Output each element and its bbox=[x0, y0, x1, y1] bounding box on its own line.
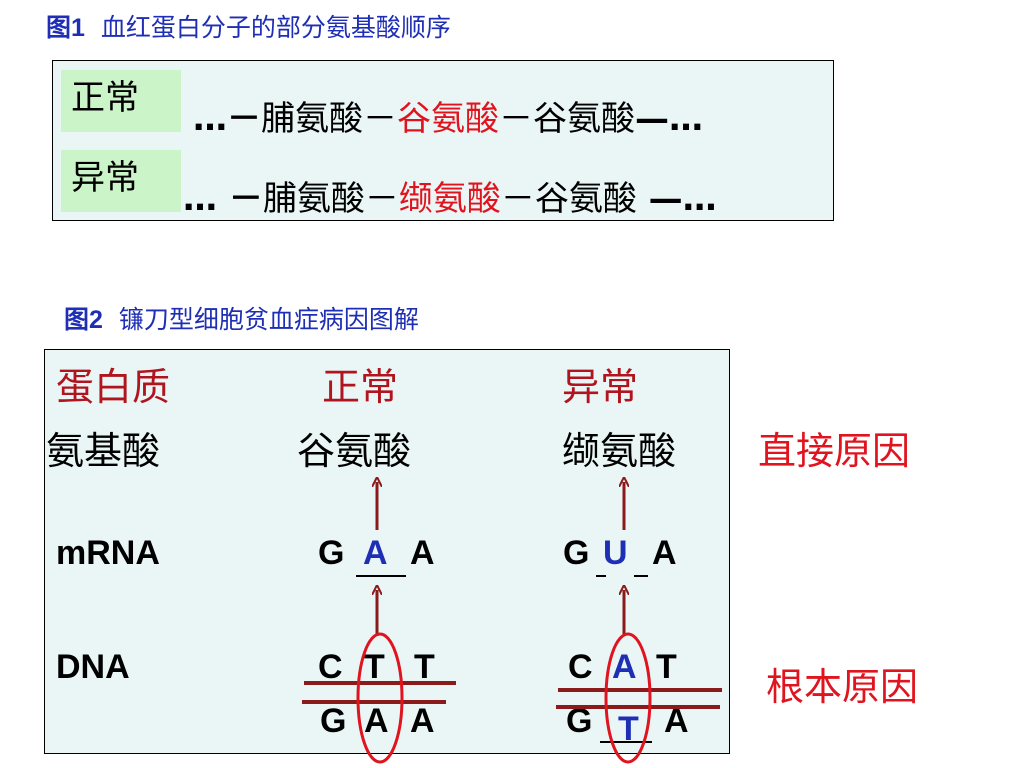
header-protein: 蛋白质 bbox=[56, 365, 171, 409]
mutation-ellipse-normal bbox=[356, 632, 404, 764]
mutation-ellipse-abnormal bbox=[604, 632, 652, 764]
dna-abnormal-bottom-base-2: T bbox=[618, 710, 639, 748]
dna-normal-bottom-base-2: A bbox=[364, 702, 389, 740]
sickle-cell-diagram-panel bbox=[44, 349, 730, 754]
dna-normal-bottom-base-3: A bbox=[410, 702, 435, 740]
root-cause-label: 根本原因 bbox=[766, 665, 919, 709]
dna-abnormal-top-base-3: T bbox=[656, 648, 677, 686]
dna-normal-top-base-1: C bbox=[318, 648, 343, 686]
mrna-normal-base-1: G bbox=[318, 534, 345, 572]
glutamic-acid: 谷氨酸 bbox=[534, 179, 637, 219]
mrna-normal-base-3: A bbox=[410, 534, 435, 572]
figure2-title: 图2 镰刀型细胞贫血症病因图解 bbox=[64, 305, 419, 334]
abnormal-amino-acid: 缬氨酸 bbox=[562, 429, 677, 473]
amino-acid-sequence-panel: 正常 …－脯氨酸－谷氨酸－谷氨酸—… 异常 … －脯氨酸－缬氨酸－谷氨酸 —… bbox=[52, 60, 834, 221]
proline: 脯氨酸 bbox=[262, 179, 365, 219]
dna-label: DNA bbox=[56, 648, 130, 686]
dna-abnormal-top-base-1: C bbox=[568, 648, 593, 686]
mrna-abnormal-base-1: G bbox=[563, 534, 590, 572]
glutamic-acid-highlight: 谷氨酸 bbox=[397, 99, 499, 139]
proline: 脯氨酸 bbox=[261, 99, 363, 139]
valine-highlight: 缬氨酸 bbox=[398, 179, 501, 219]
mrna-label: mRNA bbox=[56, 534, 160, 572]
dna-normal-top-base-2: T bbox=[364, 648, 385, 686]
glutamic-acid: 谷氨酸 bbox=[533, 99, 635, 139]
dna-abnormal-top-base-2: A bbox=[612, 648, 637, 686]
header-abnormal: 异常 bbox=[562, 365, 639, 409]
mrna-normal-base-2: A bbox=[363, 534, 388, 572]
amino-acid-label: 氨基酸 bbox=[46, 429, 161, 473]
figure1-title: 图1 血红蛋白分子的部分氨基酸顺序 bbox=[46, 13, 451, 42]
normal-amino-acid: 谷氨酸 bbox=[297, 429, 412, 473]
mrna-abnormal-base-2: U bbox=[603, 534, 628, 572]
normal-sequence: …－脯氨酸－谷氨酸－谷氨酸—… bbox=[193, 99, 703, 139]
dna-normal-bottom-base-1: G bbox=[320, 702, 347, 740]
abnormal-sequence: … －脯氨酸－缬氨酸－谷氨酸 —… bbox=[183, 179, 717, 219]
dna-normal-top-base-3: T bbox=[414, 648, 435, 686]
normal-label-tag: 正常 bbox=[61, 70, 181, 132]
mrna-abnormal-base-3: A bbox=[652, 534, 677, 572]
direct-cause-label: 直接原因 bbox=[758, 429, 911, 473]
abnormal-label-tag: 异常 bbox=[61, 150, 181, 212]
header-normal: 正常 bbox=[322, 365, 399, 409]
